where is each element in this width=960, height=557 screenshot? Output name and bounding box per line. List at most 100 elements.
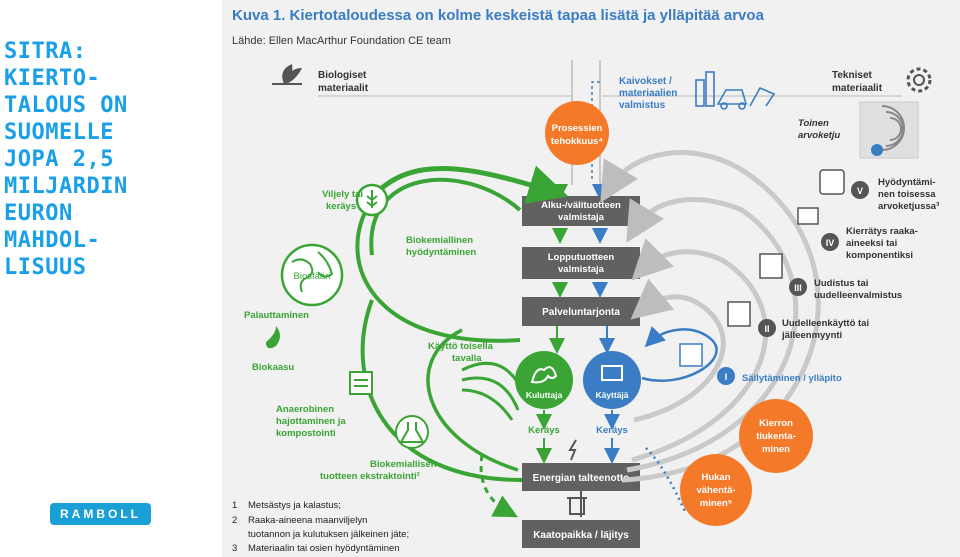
biosphere-label: Biosfääri: [294, 271, 331, 282]
compost-icon: [349, 371, 373, 395]
tech-loop-iii: III Uudistus tai uudelleenvalmistus: [759, 253, 902, 301]
tech-header-1: Tekniset: [832, 70, 872, 81]
slide-title-line: MAHDOL-: [4, 228, 101, 253]
svg-text:Alku-/välituotteen: Alku-/välituotteen: [541, 200, 621, 211]
tech-loop-v: V Hyödyntämi- nen toisessa arvoketjussa³: [819, 169, 939, 212]
landfill-box-label: Kaatopaikka / läjitys: [533, 530, 629, 541]
svg-text:II: II: [764, 324, 769, 334]
svg-text:2: 2: [232, 515, 237, 526]
process-efficiency-badge: [545, 101, 609, 165]
slide-title-line: MILJARDIN: [4, 174, 128, 199]
loop-tightening-label-2: tiukenta-: [756, 431, 796, 442]
flow-box: Palveluntarjonta: [522, 297, 640, 326]
svg-text:Uudelleenkäyttö tai: Uudelleenkäyttö tai: [782, 318, 869, 329]
svg-text:1: 1: [232, 500, 237, 511]
cascade-label-1: Käyttö toisella: [428, 341, 494, 352]
slide-title: SITRA: KIERTO- TALOUS ON SUOMELLE JOPA 2…: [4, 38, 214, 281]
svg-text:arvoketjussa³: arvoketjussa³: [878, 201, 939, 212]
mining-label-2: materiaalien: [619, 88, 677, 99]
leakage-badge: [680, 454, 752, 526]
biochem-label-1: Biokemiallinen: [406, 235, 473, 246]
figure-title: Kuva 1. Kiertotaloudessa on kolme keskei…: [232, 7, 765, 24]
svg-text:uudelleenvalmistus: uudelleenvalmistus: [814, 290, 902, 301]
svg-text:Metsästys ja kalastus;: Metsästys ja kalastus;: [248, 500, 341, 511]
circular-economy-figure: Kuva 1. Kiertotaloudessa on kolme keskei…: [222, 0, 960, 557]
tech-loop-ii: II Uudelleenkäyttö tai jälleenmyynti: [727, 301, 869, 341]
mining-label-3: valmistus: [619, 100, 666, 111]
figure-source: Lähde: Ellen MacArthur Foundation CE tea…: [232, 35, 451, 47]
svg-text:V: V: [857, 186, 863, 196]
process-label-1: Prosessien: [552, 123, 603, 134]
slide-title-line: LISUUS: [4, 255, 87, 280]
other-chain-icon: [859, 101, 919, 159]
bio-header-2: materiaalit: [318, 83, 369, 94]
process-label-2: tehokkuus⁴: [551, 136, 604, 147]
user-label: Käyttäjä: [595, 390, 628, 400]
svg-text:IV: IV: [826, 238, 835, 248]
farming-label-1: Viljely tai: [322, 189, 363, 200]
slide-title-line: SITRA:: [4, 39, 87, 64]
gear-icon: [906, 67, 932, 93]
leakage-label-3: minen⁵: [700, 498, 732, 509]
leaf-icon: [272, 64, 302, 85]
loop-tightening-badge: [739, 399, 813, 473]
anaerobic-label-1: Anaerobinen: [276, 404, 334, 415]
loop-tightening-label-3: minen: [762, 444, 790, 455]
svg-text:Raaka-aineena maanviljelyn: Raaka-aineena maanviljelyn: [248, 515, 367, 526]
svg-text:aineeksi tai: aineeksi tai: [846, 238, 897, 249]
slide-title-line: KIERTO-: [4, 66, 101, 91]
svg-text:nen toisessa: nen toisessa: [878, 189, 936, 200]
collect-label-bio: Keräys: [528, 425, 560, 436]
consumer-label: Kuluttaja: [526, 390, 563, 400]
svg-text:3: 3: [232, 543, 237, 554]
svg-text:tuotannon ja kulutuksen jälkei: tuotannon ja kulutuksen jälkeinen jäte;: [248, 529, 409, 540]
consumer-icon: [530, 366, 558, 384]
collect-label-tech: Keräys: [596, 425, 628, 436]
user-icon: [601, 365, 623, 381]
flow-box: Lopputuotteen valmistaja: [522, 247, 640, 279]
mining-label-1: Kaivokset /: [619, 76, 672, 87]
other-chain-label-2: arvoketju: [798, 130, 840, 141]
leakage-label-1: Hukan: [701, 472, 730, 483]
flow-box: Energian talteenotto: [522, 463, 640, 491]
ramboll-logo: RAMBOLL: [50, 503, 151, 525]
bio-header-1: Biologiset: [318, 70, 367, 81]
svg-text:komponentiksi: komponentiksi: [846, 250, 913, 261]
flow-box: Alku-/välituotteen valmistaja: [522, 196, 640, 226]
svg-text:I: I: [725, 372, 728, 382]
footnotes: 1 Metsästys ja kalastus; 2 Raaka-aineena…: [232, 500, 409, 554]
svg-text:Uudistus tai: Uudistus tai: [814, 278, 868, 289]
leakage-label-2: vähentä-: [696, 485, 735, 496]
tech-loop-i: I Säilytäminen / ylläpito: [679, 343, 842, 385]
energy-bolt-icon: [568, 439, 577, 461]
service-box-label: Palveluntarjonta: [542, 307, 620, 318]
cascade-label-2: tavalla: [452, 353, 482, 364]
anaerobic-label-3: kompostointi: [276, 428, 336, 439]
svg-text:III: III: [794, 283, 802, 293]
svg-text:Säilytäminen / ylläpito: Säilytäminen / ylläpito: [742, 373, 842, 384]
loop-tightening-label-1: Kierron: [759, 418, 793, 429]
svg-text:Hyödyntämi-: Hyödyntämi-: [878, 177, 936, 188]
svg-text:Lopputuotteen: Lopputuotteen: [548, 252, 615, 263]
return-label: Palauttaminen: [244, 310, 309, 321]
tech-header-2: materiaalit: [832, 83, 883, 94]
anaerobic-label-2: hajottaminen ja: [276, 416, 346, 427]
tech-loop-iv: IV Kierrätys raaka- aineeksi tai kompone…: [797, 207, 918, 261]
svg-text:jälleenmyynti: jälleenmyynti: [781, 330, 842, 341]
energy-box-label: Energian talteenotto: [533, 473, 630, 484]
flask-icon: [395, 415, 429, 449]
farming-label-2: keräys¹: [326, 201, 359, 212]
slide-title-line: EURON: [4, 201, 73, 226]
slide-title-line: SUOMELLE: [4, 120, 114, 145]
svg-text:Materiaalin tai osien hyödyntä: Materiaalin tai osien hyödyntäminen: [248, 543, 400, 554]
slide-title-line: TALOUS ON: [4, 93, 128, 118]
biogas-icon: [266, 326, 280, 349]
biochem-label-2: hyödyntäminen: [406, 247, 476, 258]
mining-icon: [695, 71, 776, 110]
other-chain-label-1: Toinen: [798, 118, 829, 129]
flow-box: Kaatopaikka / läjitys: [522, 520, 640, 548]
figure-canvas: Kuva 1. Kiertotaloudessa on kolme keskei…: [232, 7, 939, 554]
svg-text:Kierrätys raaka-: Kierrätys raaka-: [846, 226, 918, 237]
extraction-label-2: tuotteen ekstraktointi²: [320, 471, 420, 482]
slide-title-line: JOPA 2,5: [4, 147, 114, 172]
